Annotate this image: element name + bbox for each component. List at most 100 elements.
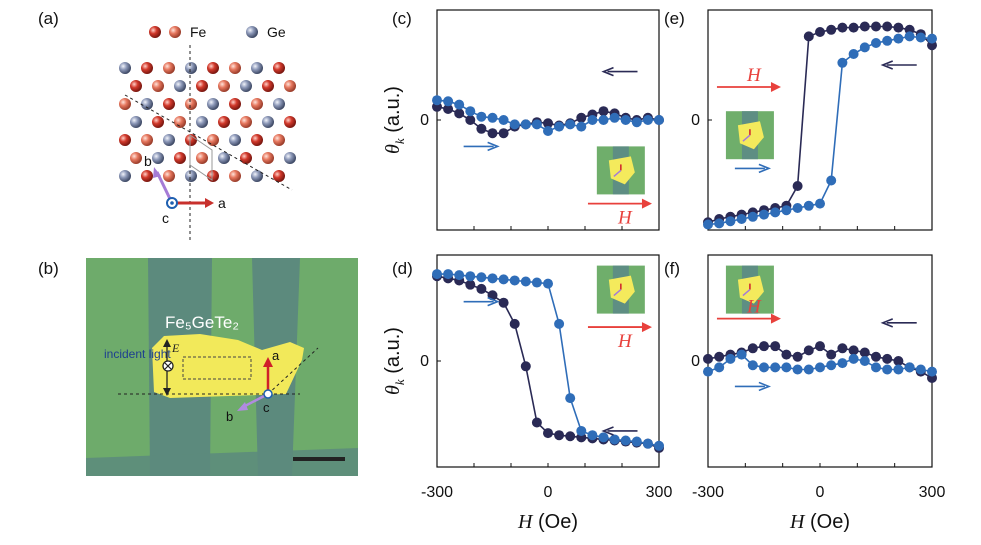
data-point [454, 270, 465, 281]
lattice-atom [218, 80, 230, 92]
data-point [747, 360, 758, 371]
cross-mark-2 [164, 362, 172, 370]
axis-b-arrowhead [153, 167, 161, 178]
data-point [915, 364, 926, 375]
data-point [781, 362, 792, 373]
lattice-atom [251, 62, 263, 74]
x-tick-label: -300 [421, 484, 453, 501]
data-point [714, 351, 725, 362]
data-point [815, 362, 825, 373]
axis-a-label: a [218, 195, 226, 211]
sweep-arrowhead-left [601, 66, 614, 77]
data-point [826, 24, 837, 35]
data-point [598, 106, 609, 117]
data-point [620, 435, 631, 446]
lattice-atom [141, 134, 153, 146]
data-point [826, 349, 837, 360]
data-point [443, 104, 454, 114]
lattice-atom [273, 134, 285, 146]
lattice-atom [119, 134, 131, 146]
field-h-arrowhead [770, 313, 781, 324]
data-point [770, 362, 781, 373]
lattice-atom [196, 80, 208, 92]
data-point [476, 123, 487, 134]
lattice-atom [152, 80, 164, 92]
y-axis-title: θk (a.u.) [382, 86, 407, 154]
data-point [487, 273, 498, 284]
data-point [859, 42, 870, 53]
y-tick-label: 0 [420, 112, 429, 129]
lattice-atom [273, 62, 285, 74]
data-point [725, 353, 736, 364]
data-point [837, 358, 848, 369]
data-point [498, 115, 509, 125]
data-point [759, 341, 769, 352]
data-point [609, 112, 620, 123]
data-point [837, 57, 848, 68]
inset-flake [737, 275, 764, 304]
lattice-atom [196, 116, 208, 128]
micro-axis-a-arrowhead [263, 357, 273, 367]
inset-flake [608, 156, 635, 185]
data-point [882, 35, 893, 46]
lattice-atom [141, 62, 153, 74]
sweep-arrowhead-left [880, 318, 894, 328]
data-point [620, 115, 631, 125]
x-axis-title: H (Oe) [789, 511, 850, 533]
lattice-atom [251, 134, 263, 146]
axis-a-arrowhead [205, 198, 214, 208]
lattice-atom [262, 152, 274, 164]
data-point [642, 438, 653, 449]
data-point [781, 349, 792, 360]
data-point [759, 209, 769, 220]
axis-b-label: b [144, 153, 152, 169]
data-point [837, 343, 848, 354]
legend-ge-label: Ge [267, 24, 286, 40]
lattice-atom [273, 170, 285, 182]
lattice-atom [240, 152, 252, 164]
lattice-atom [229, 170, 241, 182]
lattice-atom [141, 170, 153, 182]
data-point [927, 366, 937, 377]
micrograph-panel: Fe₅GeTe₂ incident light E a b c [86, 258, 358, 476]
lattice-atom [207, 98, 219, 110]
data-point [781, 205, 792, 216]
lattice-atom [251, 170, 263, 182]
lattice-atom [251, 98, 263, 110]
field-e-arrowhead-bottom [163, 388, 171, 396]
panel-label-b: (b) [38, 259, 59, 278]
data-point [498, 274, 509, 285]
data-point [520, 119, 531, 130]
data-point [803, 31, 814, 42]
lattice-atom [130, 116, 142, 128]
sweep-arrowhead-right [487, 141, 500, 152]
lattice-atom [207, 170, 219, 182]
lattice-atom [163, 134, 175, 146]
data-point [882, 21, 893, 32]
data-point [759, 362, 769, 373]
lattice-atom [273, 98, 285, 110]
data-point [915, 32, 926, 43]
panel-label-c: (c) [392, 9, 412, 28]
mirror-line-diagonal [124, 94, 293, 191]
lattice-atom [185, 170, 197, 182]
y-tick-label: 0 [691, 353, 700, 370]
edge-line-diagonal [267, 347, 319, 395]
inset-flake [608, 275, 635, 304]
data-point [487, 128, 498, 139]
crystal-structure-panel: Fe Ge b c a [119, 24, 296, 240]
lattice-atom [152, 152, 164, 164]
x-tick-label: 300 [646, 484, 673, 501]
data-point [826, 175, 837, 186]
x-tick-label: -300 [692, 484, 724, 501]
data-point [871, 21, 881, 32]
lattice-atom [174, 116, 186, 128]
data-point [465, 115, 476, 125]
sweep-arrowhead-right [758, 163, 772, 174]
data-point [465, 106, 476, 117]
lattice-atom [196, 152, 208, 164]
data-point [543, 428, 553, 439]
lattice-atom [163, 170, 175, 182]
lattice-atom [229, 98, 241, 110]
